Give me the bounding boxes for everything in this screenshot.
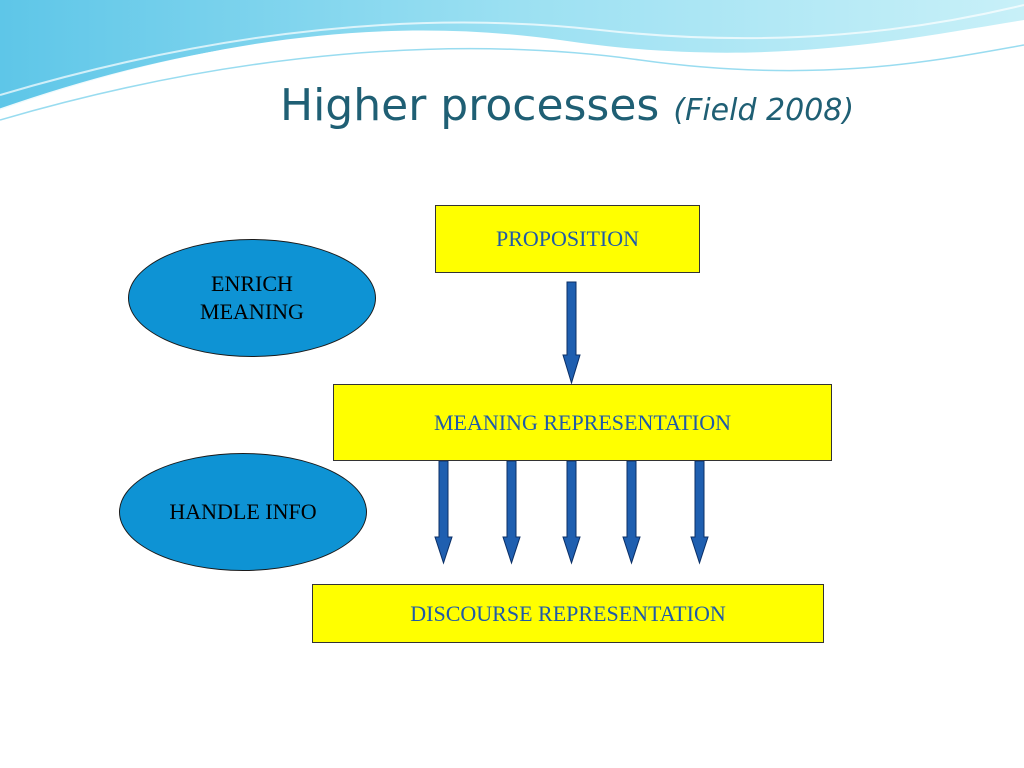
arrow-meaning-to-discourse-3 bbox=[562, 460, 581, 565]
arrow-proposition-to-meaning bbox=[562, 281, 581, 385]
arrow-meaning-to-discourse-2 bbox=[502, 460, 521, 565]
meaning-representation-box: MEANING REPRESENTATION bbox=[333, 384, 832, 461]
arrow-meaning-to-discourse-4 bbox=[622, 460, 641, 565]
enrich-meaning-ellipse: ENRICH MEANING bbox=[128, 239, 376, 357]
title-citation: (Field 2008) bbox=[673, 93, 855, 128]
slide-title: Higher processes (Field 2008) bbox=[280, 76, 980, 141]
enrich-meaning-label-line2: MEANING bbox=[200, 299, 304, 324]
discourse-representation-label: DISCOURSE REPRESENTATION bbox=[410, 600, 726, 626]
proposition-label: PROPOSITION bbox=[495, 226, 640, 251]
title-text: Higher processes bbox=[280, 80, 660, 131]
meaning-representation-label: MEANING REPRESENTATION bbox=[433, 409, 732, 435]
arrow-meaning-to-discourse-1 bbox=[434, 460, 453, 565]
discourse-representation-box: DISCOURSE REPRESENTATION bbox=[312, 584, 824, 643]
arrow-meaning-to-discourse-5 bbox=[690, 460, 709, 565]
enrich-meaning-label-line1: ENRICH bbox=[211, 271, 293, 296]
handle-info-ellipse: HANDLE INFO bbox=[119, 453, 367, 571]
proposition-box: PROPOSITION bbox=[435, 205, 700, 273]
handle-info-label: HANDLE INFO bbox=[169, 499, 317, 524]
header-wave-decoration bbox=[0, 0, 1024, 121]
